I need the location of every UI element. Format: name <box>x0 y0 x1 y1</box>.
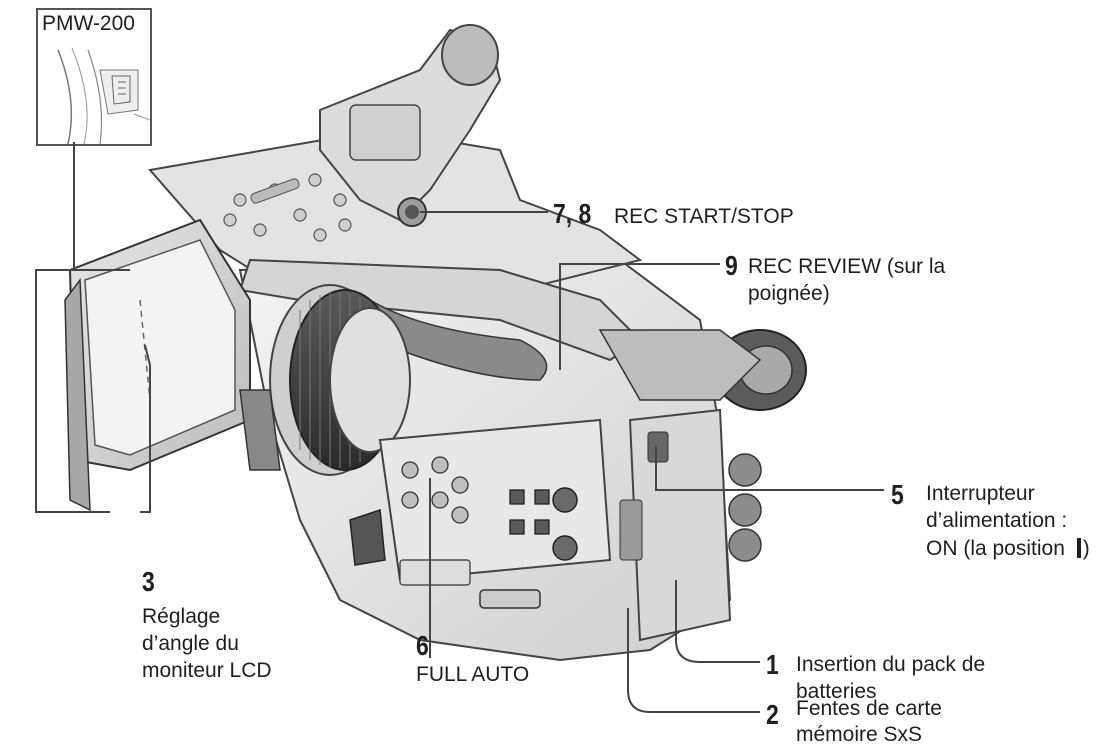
callout-5-number: 5 <box>891 479 904 510</box>
callout-1-number: 1 <box>766 649 779 680</box>
callout-5-line3: ON (la position ) <box>926 536 1090 562</box>
callout-7-8-number: 7, 8 <box>553 198 592 229</box>
leader-9 <box>559 263 720 370</box>
lens-detail-illustration <box>57 47 150 144</box>
leader-2 <box>627 608 760 713</box>
callout-9-number: 9 <box>725 250 738 281</box>
callout-9-line1: REC REVIEW (sur la <box>748 255 946 278</box>
callout-5-line2: d’alimentation : <box>926 509 1068 532</box>
inset-title: PMW-200 <box>42 12 135 35</box>
inset-leader <box>35 142 110 513</box>
callout-7-8-label: REC START/STOP <box>614 205 794 228</box>
callout-6-line1: FULL AUTO <box>416 663 530 686</box>
callout-1-line2: batteries <box>796 680 877 703</box>
callout-1-line1: Insertion du pack de <box>796 653 986 676</box>
callout-3-line3: moniteur LCD <box>142 659 272 682</box>
leader-1 <box>675 580 760 663</box>
callout-5-line1: Interrupteur <box>926 482 1035 505</box>
leader-3 <box>140 365 151 513</box>
callout-5-line3-text: ON (la position <box>926 537 1065 560</box>
leader-5 <box>655 446 884 491</box>
callout-3-line2: d’angle du <box>142 632 239 655</box>
callout-3-line1: Réglage <box>142 605 221 628</box>
callout-3-number: 3 <box>142 566 155 597</box>
callout-2-line1: Fentes de carte <box>796 697 942 720</box>
callout-5-line3-tail: ) <box>1082 537 1090 560</box>
power-on-position-symbol <box>1076 538 1081 558</box>
callout-2-line2: mémoire SxS <box>796 723 923 746</box>
model-inset: PMW-200 <box>36 8 152 146</box>
callout-2-number: 2 <box>766 699 779 730</box>
callout-6-number: 6 <box>416 630 429 661</box>
callout-9-line2: poignée) <box>748 282 830 305</box>
